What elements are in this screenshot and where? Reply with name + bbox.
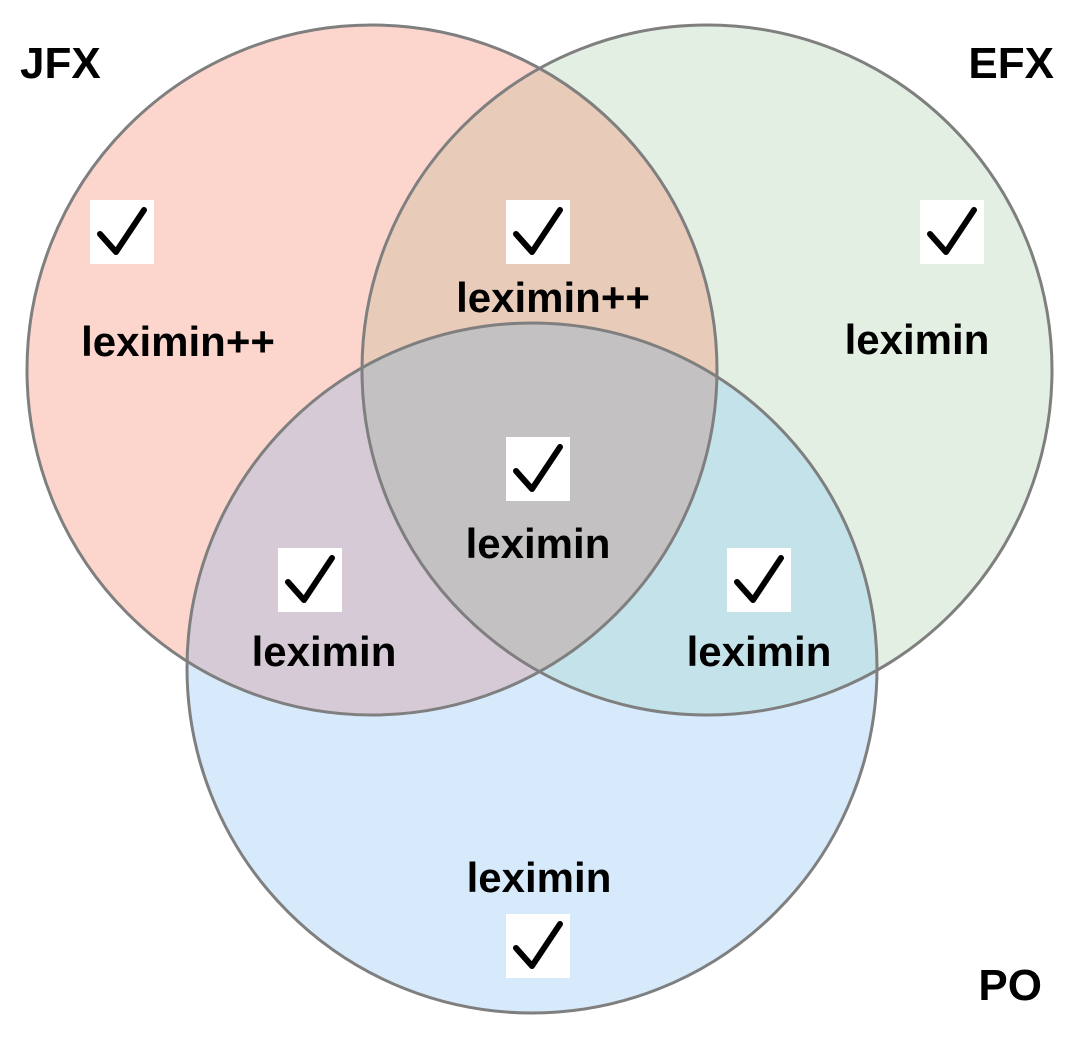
check-icon	[506, 914, 570, 978]
region-jfx-only: leximin++	[81, 200, 275, 365]
po-outline	[185, 321, 879, 1015]
region-label-jfx-po: leximin	[252, 628, 397, 675]
region-label-jfx-only: leximin++	[81, 318, 275, 365]
region-all-three: leximin	[466, 437, 611, 567]
check-icon	[727, 548, 791, 612]
jfx-set-label: JFX	[20, 39, 101, 88]
region-jfx-efx: leximin++	[456, 200, 650, 321]
check-icon	[90, 200, 154, 264]
check-icon	[920, 200, 984, 264]
check-icon	[506, 437, 570, 501]
check-icon	[278, 548, 342, 612]
region-po-only: leximin	[467, 854, 612, 978]
efx-outline	[360, 23, 1054, 717]
efx-set-label: EFX	[968, 39, 1054, 88]
region-efx-po: leximin	[687, 548, 832, 675]
region-label-po-only: leximin	[467, 854, 612, 901]
po-set-label: PO	[978, 961, 1042, 1010]
region-label-efx-po: leximin	[687, 628, 832, 675]
region-label-efx-only: leximin	[845, 316, 990, 363]
region-label-jfx-efx: leximin++	[456, 274, 650, 321]
region-efx-only: leximin	[845, 200, 990, 363]
jfx-outline	[25, 23, 719, 717]
check-icon	[506, 200, 570, 264]
region-jfx-po: leximin	[252, 548, 397, 675]
region-label-all-three: leximin	[466, 520, 611, 567]
